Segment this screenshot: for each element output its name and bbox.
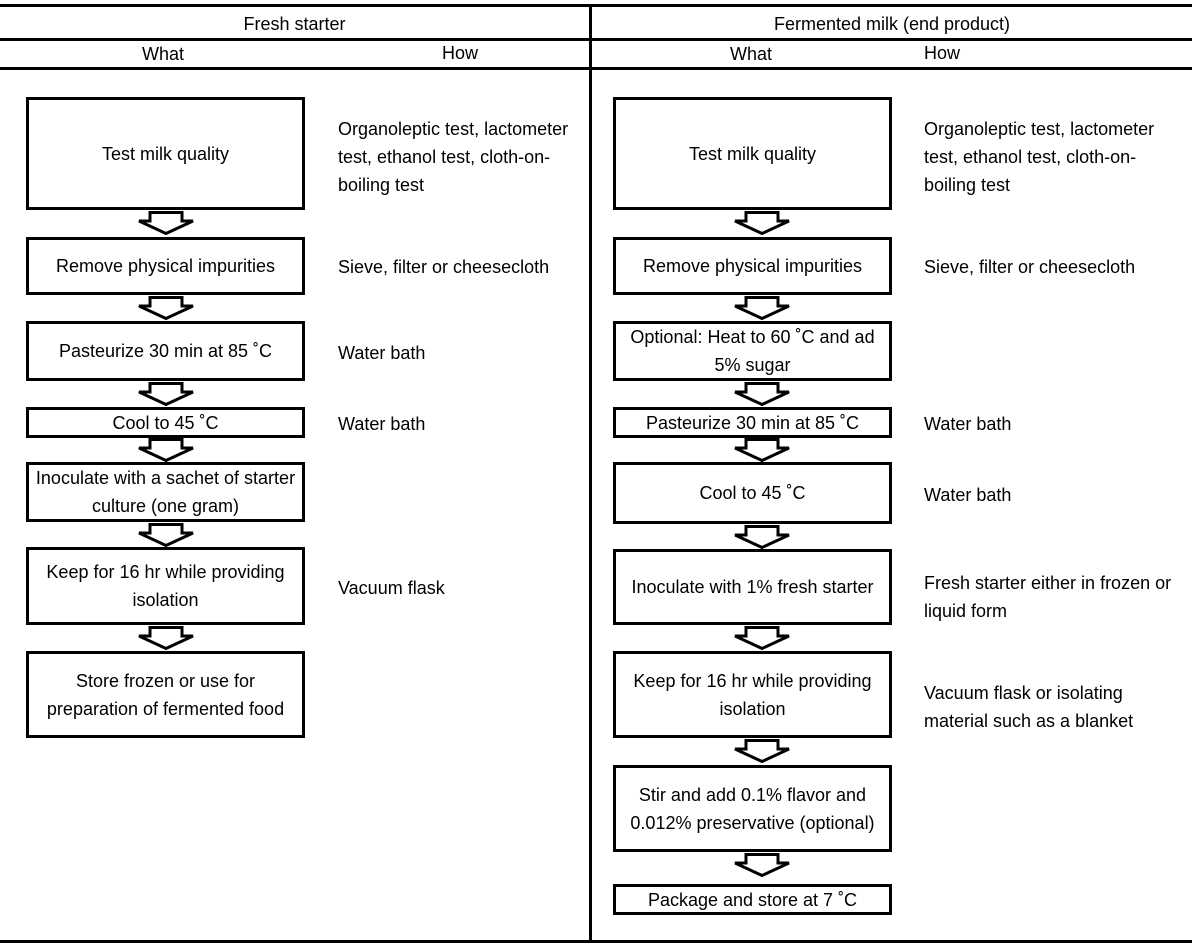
down-arrow-icon xyxy=(734,438,790,462)
step-method: Sieve, filter or cheesecloth xyxy=(338,257,550,277)
step-method: Sieve, filter or cheesecloth xyxy=(924,257,1136,277)
right-how-label: How xyxy=(924,43,961,63)
step-method: Water bath xyxy=(338,343,426,363)
step-method: Water bath xyxy=(338,414,426,434)
bottom-rule xyxy=(0,940,1192,943)
step-method: Water bath xyxy=(924,485,1012,505)
step-box: Remove physical impurities xyxy=(613,237,892,295)
down-arrow-icon xyxy=(734,853,790,877)
down-arrow-icon xyxy=(734,626,790,650)
fermented-milk-title: Fermented milk (end product) xyxy=(773,14,1011,34)
step-box: Cool to 45 ˚C xyxy=(613,462,892,524)
down-arrow-icon xyxy=(734,739,790,763)
step-method: Fresh starter either in frozen or liquid… xyxy=(924,573,1172,621)
down-arrow-icon xyxy=(138,438,194,462)
step-box: Keep for 16 hr while providing isolation xyxy=(26,547,305,625)
down-arrow-icon xyxy=(734,382,790,406)
subheader-rule xyxy=(0,67,1192,70)
down-arrow-icon xyxy=(138,626,194,650)
step-method: Organoleptic test, lactometer test, etha… xyxy=(924,119,1155,195)
down-arrow-icon xyxy=(138,296,194,320)
step-method: Organoleptic test, lactometer test, etha… xyxy=(338,119,569,195)
top-rule xyxy=(0,4,1192,7)
down-arrow-icon xyxy=(734,211,790,235)
step-box: Optional: Heat to 60 ˚C and ad 5% sugar xyxy=(613,321,892,381)
left-how-label: How xyxy=(442,43,479,63)
right-what-label: What xyxy=(730,44,773,64)
left-what-label: What xyxy=(142,44,185,64)
step-box: Store frozen or use for preparation of f… xyxy=(26,651,305,738)
down-arrow-icon xyxy=(734,296,790,320)
step-box: Stir and add 0.1% flavor and 0.012% pres… xyxy=(613,765,892,852)
header-rule xyxy=(0,38,1192,41)
step-box: Pasteurize 30 min at 85 ˚C xyxy=(26,321,305,381)
step-box: Pasteurize 30 min at 85 ˚C xyxy=(613,407,892,438)
step-method: Water bath xyxy=(924,414,1012,434)
step-box: Package and store at 7 ˚C xyxy=(613,884,892,915)
step-method: Vacuum flask or isolating material such … xyxy=(924,683,1134,731)
step-box: Cool to 45 ˚C xyxy=(26,407,305,438)
step-box: Inoculate with 1% fresh starter xyxy=(613,549,892,625)
step-box: Test milk quality xyxy=(26,97,305,210)
down-arrow-icon xyxy=(138,523,194,547)
step-box: Test milk quality xyxy=(613,97,892,210)
step-box: Inoculate with a sachet of starter cultu… xyxy=(26,462,305,522)
down-arrow-icon xyxy=(138,382,194,406)
step-box: Remove physical impurities xyxy=(26,237,305,295)
column-divider xyxy=(589,5,592,942)
down-arrow-icon xyxy=(734,525,790,549)
down-arrow-icon xyxy=(138,211,194,235)
fresh-starter-title: Fresh starter xyxy=(243,14,346,34)
step-method: Vacuum flask xyxy=(338,578,445,598)
step-box: Keep for 16 hr while providing isolation xyxy=(613,651,892,738)
